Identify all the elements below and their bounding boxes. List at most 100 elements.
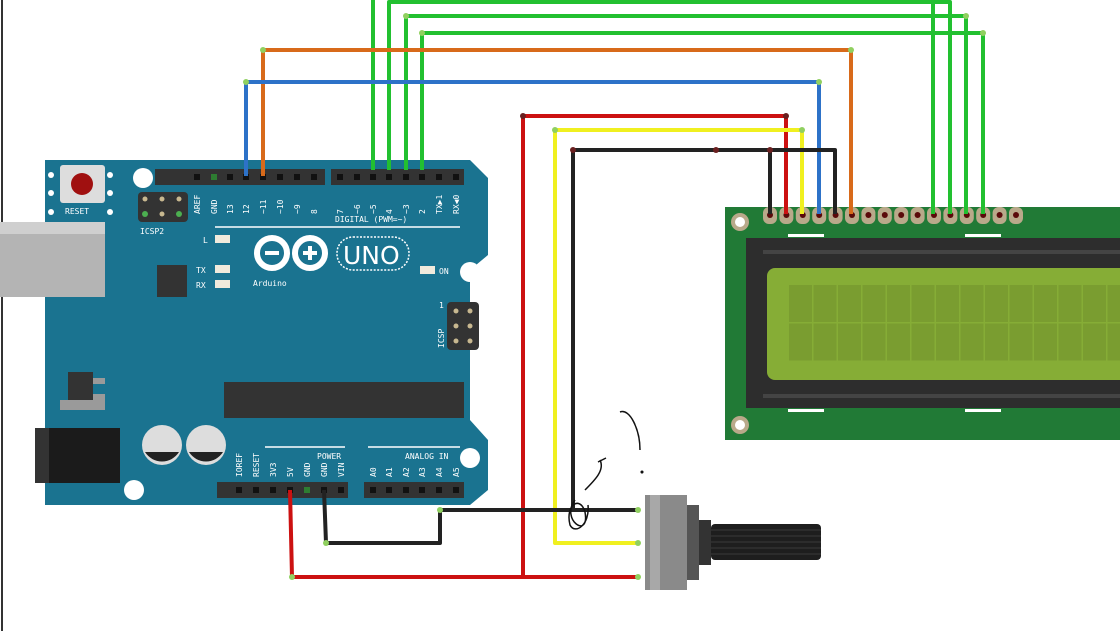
lcd-char-cell <box>1058 285 1082 322</box>
digital-pin[interactable] <box>211 174 217 180</box>
arduino-logo-text: Arduino <box>253 279 287 288</box>
lcd-char-cell <box>911 323 935 361</box>
icsp-pin1-label: 1 <box>439 301 444 310</box>
lcd-pin-hole <box>996 212 1003 218</box>
wire-red-lcd <box>521 114 788 577</box>
digital-pin-label: ~5 <box>369 204 378 214</box>
reset-label: RESET <box>65 207 89 216</box>
analog-pin[interactable] <box>453 487 459 493</box>
lcd-char-cell <box>887 285 910 322</box>
icsp2-label: ICSP2 <box>140 227 164 236</box>
lcd-char-cell <box>1034 323 1057 361</box>
digital-pin[interactable] <box>294 174 300 180</box>
digital-pin[interactable] <box>453 174 459 180</box>
led-on <box>420 266 435 274</box>
digital-pin[interactable] <box>227 174 233 180</box>
analog-pin-label: A0 <box>369 467 378 477</box>
analog-pin-label: A1 <box>385 467 394 477</box>
analog-pin[interactable] <box>386 487 392 493</box>
lcd-char-cell <box>936 285 959 322</box>
analog-label: ANALOG IN <box>405 452 449 461</box>
power-pin-label: GND <box>303 462 312 477</box>
wire-green-d4 <box>387 0 952 214</box>
chip-small <box>157 265 187 297</box>
lcd-char-cell <box>1009 285 1033 322</box>
uno-logo-text: UNO <box>343 241 400 270</box>
power-pin-label: VIN <box>337 462 346 477</box>
digital-pin[interactable] <box>403 174 409 180</box>
wire-green-d3 <box>404 14 968 214</box>
digital-pin[interactable] <box>311 174 317 180</box>
digital-pin[interactable] <box>386 174 392 180</box>
lcd-char-cell <box>789 323 812 361</box>
wire-orange-d11 <box>261 48 853 214</box>
potentiometer[interactable] <box>645 495 821 590</box>
lcd-char-cell <box>960 285 984 322</box>
digital-label: DIGITAL (PWM=~) <box>335 215 407 224</box>
digital-pin-label: ~3 <box>402 204 411 214</box>
led-on-label: ON <box>439 267 449 276</box>
lcd-char-cell <box>1083 323 1106 361</box>
digital-pin-label: ~10 <box>276 199 285 214</box>
power-pin[interactable] <box>304 487 310 493</box>
analog-pin[interactable] <box>436 487 442 493</box>
lcd-pin-hole <box>865 212 872 218</box>
power-pin-label: 5V <box>286 467 295 477</box>
digital-pin-label: 13 <box>226 204 235 214</box>
lcd-pin-hole <box>881 212 888 218</box>
power-header <box>217 482 348 498</box>
lcd-char-cell <box>862 285 886 322</box>
digital-pin-label: 2 <box>418 209 427 214</box>
power-pin-label: IOREF <box>235 453 244 477</box>
digital-pin-label: GND <box>210 199 219 214</box>
power-pin[interactable] <box>253 487 259 493</box>
lcd-char-cell <box>1034 285 1057 322</box>
lcd-16x2-display <box>725 207 1120 440</box>
digital-pin-label: 12 <box>242 204 251 214</box>
lcd-char-cell <box>911 285 935 322</box>
digital-pin[interactable] <box>337 174 343 180</box>
analog-pin-label: A2 <box>402 467 411 477</box>
arduino-logo: UNO Arduino <box>253 235 410 288</box>
lcd-char-cell <box>862 323 886 361</box>
wires <box>243 0 986 580</box>
digital-pin[interactable] <box>277 174 283 180</box>
power-pin-label: RESET <box>252 453 261 477</box>
digital-pin-label: AREF <box>193 195 202 214</box>
lcd-char-cell <box>1083 285 1106 322</box>
power-label: POWER <box>317 452 341 461</box>
digital-pin[interactable] <box>260 174 266 180</box>
wire-black-gnd <box>322 489 638 545</box>
microcontroller-chip <box>224 382 464 418</box>
digital-pin[interactable] <box>419 174 425 180</box>
analog-pin-label: A5 <box>452 467 461 477</box>
digital-pin[interactable] <box>436 174 442 180</box>
lcd-pin-hole <box>898 212 905 218</box>
analog-pin[interactable] <box>403 487 409 493</box>
power-pin[interactable] <box>270 487 276 493</box>
digital-pin[interactable] <box>243 174 249 180</box>
lcd-char-cell <box>838 285 861 322</box>
digital-pin[interactable] <box>194 174 200 180</box>
icsp-label: ICSP <box>437 329 446 348</box>
lcd-char-cell <box>1107 285 1120 322</box>
lcd-char-cell <box>960 323 984 361</box>
digital-pin[interactable] <box>354 174 360 180</box>
digital-pin-label: ~11 <box>259 199 268 214</box>
led-l-label: L <box>203 236 208 245</box>
analog-pin[interactable] <box>370 487 376 493</box>
digital-pin-label: 7 <box>336 209 345 214</box>
digital-pin[interactable] <box>370 174 376 180</box>
wire-green-d2 <box>420 31 985 214</box>
power-pin-label: GND <box>320 462 329 477</box>
power-pin[interactable] <box>338 487 344 493</box>
analog-pin[interactable] <box>419 487 425 493</box>
digital-header-right <box>331 169 464 185</box>
lcd-char-cell <box>887 323 910 361</box>
wire-black-lcd <box>571 148 837 510</box>
lcd-char-cell <box>1009 323 1033 361</box>
analog-header <box>364 482 464 498</box>
power-pin[interactable] <box>236 487 242 493</box>
